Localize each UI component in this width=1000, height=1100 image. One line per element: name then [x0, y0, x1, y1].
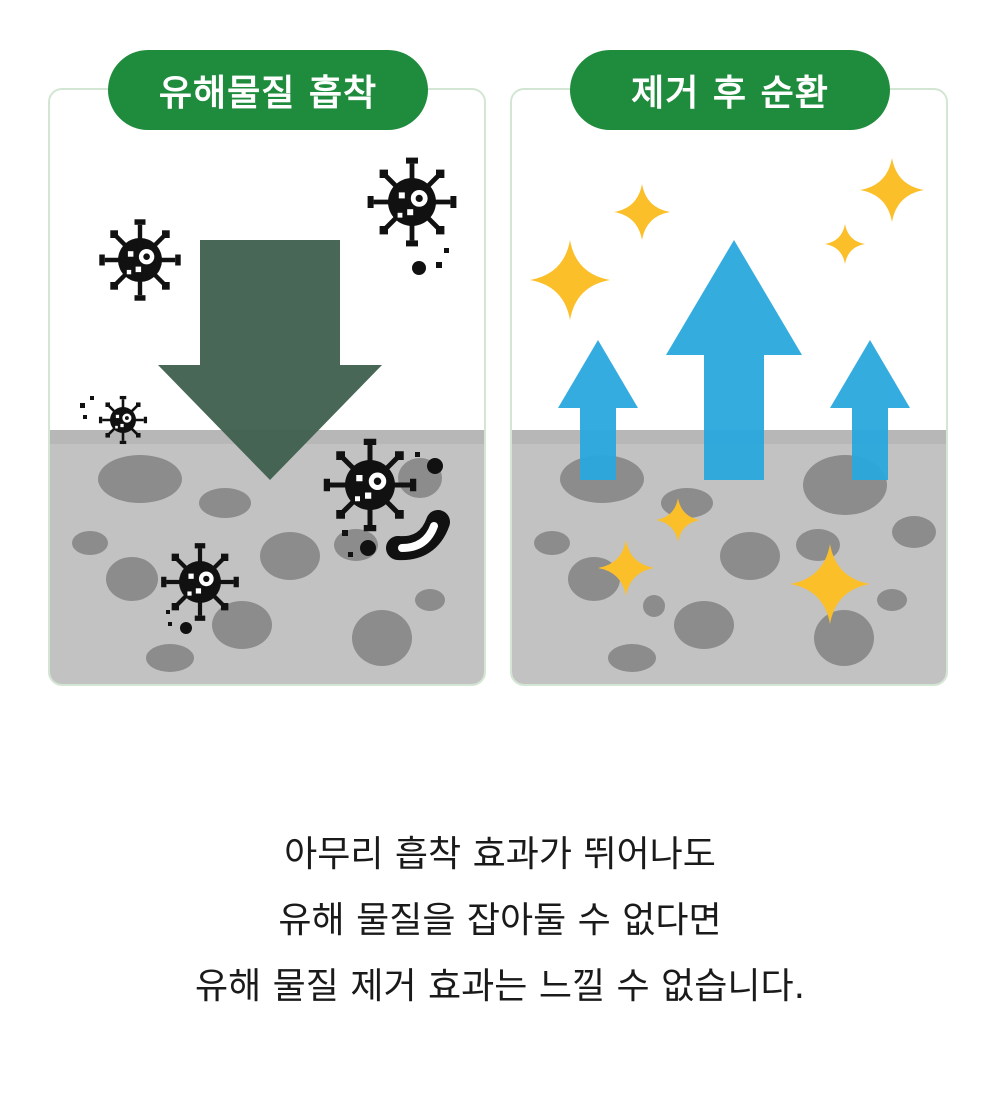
germ-icon — [324, 439, 417, 532]
sparkle-icon — [825, 224, 865, 264]
up-arrow-icon — [666, 240, 802, 480]
caption-line-2: 유해 물질을 잡아둘 수 없다면 — [278, 900, 722, 941]
germ-icon — [368, 158, 457, 247]
panel-title-circulation: 제거 후 순환 — [570, 50, 890, 130]
caption-text: 아무리 흡착 효과가 뛰어나도 유해 물질을 잡아둘 수 없다면 유해 물질 제… — [0, 822, 1000, 1020]
germ-icon — [161, 543, 239, 621]
sparkle-icon — [530, 240, 610, 320]
adsorption-illustration — [50, 90, 484, 684]
panel-adsorption — [48, 88, 486, 686]
caption-line-1: 아무리 흡착 효과가 뛰어나도 — [284, 834, 716, 875]
sparkle-icon — [614, 184, 670, 240]
panel-circulation — [510, 88, 948, 686]
caption-line-3: 유해 물질 제거 효과는 느낄 수 없습니다. — [194, 966, 806, 1007]
up-arrow-icon — [830, 340, 910, 480]
germ-icon — [97, 394, 149, 446]
circulation-illustration — [512, 158, 946, 684]
up-arrow-icon — [558, 340, 638, 480]
sparkle-icon — [860, 158, 924, 222]
germ-icon — [99, 219, 180, 300]
particle-dots — [80, 248, 449, 634]
down-arrow-icon — [158, 240, 382, 480]
panel-title-adsorption: 유해물질 흡착 — [108, 50, 428, 130]
